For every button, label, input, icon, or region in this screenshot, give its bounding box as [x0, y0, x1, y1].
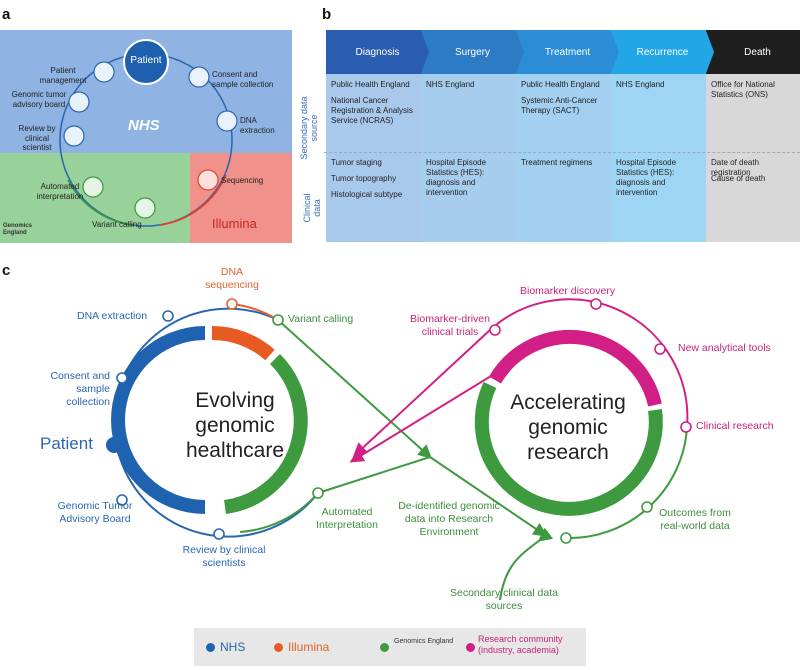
patient-text: Patient: [40, 434, 93, 453]
row-label-secondary: Secondary data source: [299, 96, 319, 160]
step-review: Review by clinical scientist: [18, 124, 56, 152]
right-title: Accelerating genomic research: [510, 391, 626, 464]
secondary-cell: Public Health England: [521, 80, 600, 89]
clinical-cell: Cause of death: [711, 174, 766, 183]
secondary-cell: National Cancer Registration & Analysis …: [331, 96, 413, 125]
label-biomarker-trials: Biomarker-driven clinical trials: [410, 313, 490, 338]
secondary-cell: Systemic Anti-Cancer Therapy (SACT): [521, 96, 598, 115]
clinical-cell: Hospital Episode Statistics (HES): diagn…: [426, 158, 487, 197]
secondary-cell: NHS England: [426, 80, 475, 89]
step-board: Genomic tumor advisory board: [11, 90, 67, 109]
panel-a-label: a: [2, 6, 11, 23]
row-label-clinical: Clinical data: [302, 193, 322, 223]
label-secondary: Secondary clinical data sources: [450, 587, 558, 612]
legend-illumina: Illumina: [288, 640, 330, 654]
legend-research: Research community (industry, academia): [478, 634, 563, 655]
legend-genomics-dot: [380, 643, 389, 652]
panel-b-label: b: [322, 6, 332, 23]
patient-node: [123, 39, 169, 85]
clinical-cell: Treatment regimens: [521, 158, 593, 167]
secondary-cell: NHS England: [616, 80, 665, 89]
label-new-tools: New analytical tools: [678, 342, 771, 354]
panel-b: Secondary data source Clinical data Diag…: [299, 30, 800, 245]
stage-0: Diagnosis: [326, 30, 429, 74]
step-dna: DNA extraction: [240, 116, 275, 135]
secondary-cell: Office for National Statistics (ONS): [711, 80, 775, 99]
secondary-cell: Public Health England: [331, 80, 410, 89]
legend-genomics: Genomics England: [394, 638, 454, 645]
label-consent: Consent and sample collection: [50, 370, 110, 408]
stage-1: Surgery: [421, 30, 524, 74]
legend-illumina-dot: [274, 643, 283, 652]
stage-column-4: Office for National Statistics (ONS) Date…: [706, 74, 800, 242]
label-dna-extraction: DNA extraction: [77, 310, 148, 322]
label-dna-sequencing: DNA sequencing: [205, 266, 259, 291]
label-outcomes: Outcomes from real-world data: [659, 507, 731, 532]
clinical-cell: Hospital Episode Statistics (HES): diagn…: [616, 158, 677, 197]
row-divider: [324, 152, 800, 153]
panel-a: Patient NHS Illumina Genomics England Co…: [0, 30, 292, 243]
left-title: Evolving genomic healthcare: [185, 389, 285, 462]
legend-nhs-dot: [206, 643, 215, 652]
step-automated: Automated interpretation: [36, 182, 84, 201]
legend: NHS Illumina Genomics England Research c…: [194, 628, 586, 666]
label-clinical-research: Clinical research: [696, 420, 774, 432]
clinical-cell: Tumor staging: [331, 158, 382, 167]
step-variant: Variant calling: [92, 220, 142, 229]
step-management: Patient management: [39, 66, 87, 85]
illumina-logo: Illumina: [212, 216, 257, 231]
stage-3: Recurrence: [611, 30, 714, 74]
label-review: Review by clinical scientists: [182, 544, 266, 569]
label-variant-calling: Variant calling: [288, 313, 354, 325]
clinical-cell: Date of death registration: [711, 158, 760, 177]
panel-c-label: c: [2, 262, 11, 279]
legend-nhs: NHS: [220, 640, 246, 654]
genomics-england-logo: Genomics England: [3, 223, 33, 236]
panel-a-cycle: [59, 39, 238, 227]
illumina-region: [190, 153, 292, 243]
nhs-logo: NHS: [128, 117, 160, 134]
label-biomarker-discovery: Biomarker discovery: [520, 285, 616, 297]
patient-dot: [106, 437, 122, 453]
step-consent: Consent and sample collection: [212, 70, 274, 89]
patient-label: Patient: [130, 55, 162, 66]
clinical-cell: Histological subtype: [331, 190, 403, 199]
stage-2: Treatment: [516, 30, 619, 74]
panel-c-infinity: [106, 298, 692, 601]
clinical-cell: Tumor topography: [331, 174, 397, 183]
step-sequencing: Sequencing: [221, 176, 264, 185]
label-board: Genomic Tumor Advisory Board: [57, 500, 133, 525]
label-automated: Automated Interpretation: [316, 506, 378, 531]
stage-4: Death: [706, 30, 800, 74]
legend-research-dot: [466, 643, 475, 652]
genomics-england-region: [0, 153, 190, 243]
label-deidentified: De-identified genomic data into Research…: [398, 500, 500, 538]
